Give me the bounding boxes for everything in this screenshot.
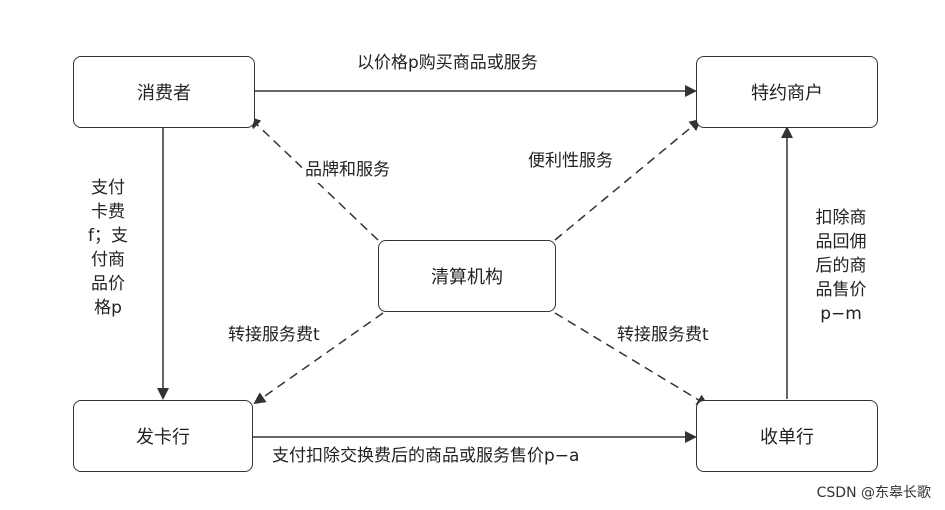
edge-label-line: f；支 — [88, 226, 128, 246]
edge-label-line: 品售价 — [815, 280, 867, 300]
edge-label-line: 扣除商 — [815, 208, 867, 228]
edge-label-line: 品价 — [91, 274, 125, 294]
edge-label-line: 付商 — [91, 250, 125, 270]
edge-label-clearing-acquirer: 转接服务费t — [617, 325, 709, 345]
node-issuer-label: 发卡行 — [136, 427, 190, 448]
node-clearing-label: 清算机构 — [431, 267, 503, 288]
edge-label-consumer-merchant: 以价格p购买商品或服务 — [357, 53, 538, 73]
node-consumer: 消费者 — [73, 56, 255, 128]
edge-clearing-issuer — [253, 312, 384, 405]
edge-label-line: 卡费 — [91, 202, 125, 222]
node-clearing: 清算机构 — [378, 240, 556, 312]
edge-label-line: 后的商 — [815, 256, 867, 276]
edge-label-acquirer-merchant: 扣除商 品回佣 后的商 品售价 p−m — [805, 206, 877, 326]
edge-label-clearing-merchant: 便利性服务 — [528, 148, 613, 174]
node-consumer-label: 消费者 — [137, 83, 191, 104]
node-acquirer: 收单行 — [696, 400, 878, 472]
watermark: CSDN @东皋长歌 — [816, 485, 931, 501]
edge-label-clearing-consumer: 品牌和服务 — [305, 157, 390, 183]
edge-label-line: 格p — [94, 298, 122, 318]
edge-label-consumer-issuer: 支付 卡费 f；支 付商 品价 格p — [80, 176, 136, 320]
edge-label-line: 品回佣 — [815, 232, 867, 252]
edge-clearing-merchant — [554, 118, 702, 241]
node-issuer: 发卡行 — [73, 400, 253, 472]
node-merchant-label: 特约商户 — [751, 83, 823, 104]
node-merchant: 特约商户 — [696, 56, 878, 128]
edge-label-line: p−m — [820, 304, 862, 324]
edge-label-line: 支付 — [91, 178, 125, 198]
edge-label-clearing-issuer: 转接服务费t — [228, 325, 320, 345]
node-acquirer-label: 收单行 — [760, 427, 814, 448]
edge-label-issuer-acquirer: 支付扣除交换费后的商品或服务售价p−a — [272, 446, 580, 466]
